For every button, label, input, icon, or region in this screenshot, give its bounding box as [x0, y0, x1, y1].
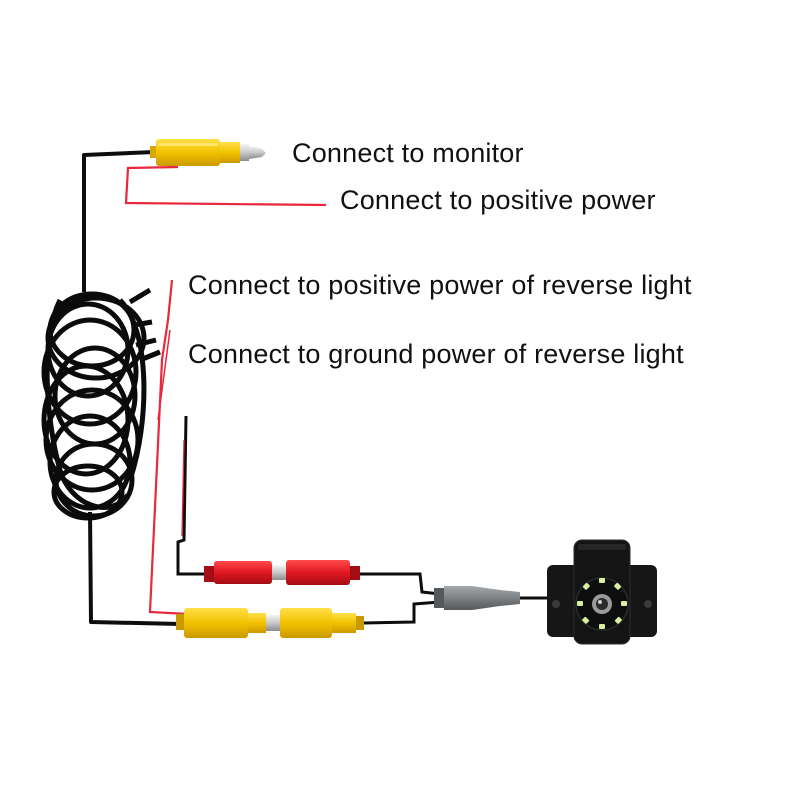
monitor-rca-plug — [150, 139, 266, 166]
camera — [547, 539, 657, 645]
camera-cable-upper — [360, 572, 441, 596]
coiled-cable — [41, 287, 161, 521]
label-connect-to-monitor: Connect to monitor — [292, 138, 524, 168]
red-wire-reverse-lead-2 — [157, 329, 171, 421]
yellow-rca-connector-pair — [176, 608, 364, 638]
camera-cable-lower — [363, 600, 441, 625]
video-cable-top — [82, 150, 156, 292]
label-reverse-light-positive: Connect to positive power of reverse lig… — [188, 270, 692, 300]
trigger-wire — [176, 415, 212, 576]
video-cable-bottom — [88, 511, 181, 626]
label-connect-to-positive-power: Connect to positive power — [340, 185, 656, 215]
camera-led-ring — [577, 578, 627, 629]
red-wire-reverse-lead — [148, 279, 189, 616]
label-reverse-light-ground: Connect to ground power of reverse light — [188, 339, 684, 369]
trigger-wire-stripe — [181, 439, 185, 537]
camera-plug — [434, 586, 548, 610]
red-rca-connector-pair — [204, 560, 360, 585]
red-wire-positive-power — [124, 165, 327, 207]
